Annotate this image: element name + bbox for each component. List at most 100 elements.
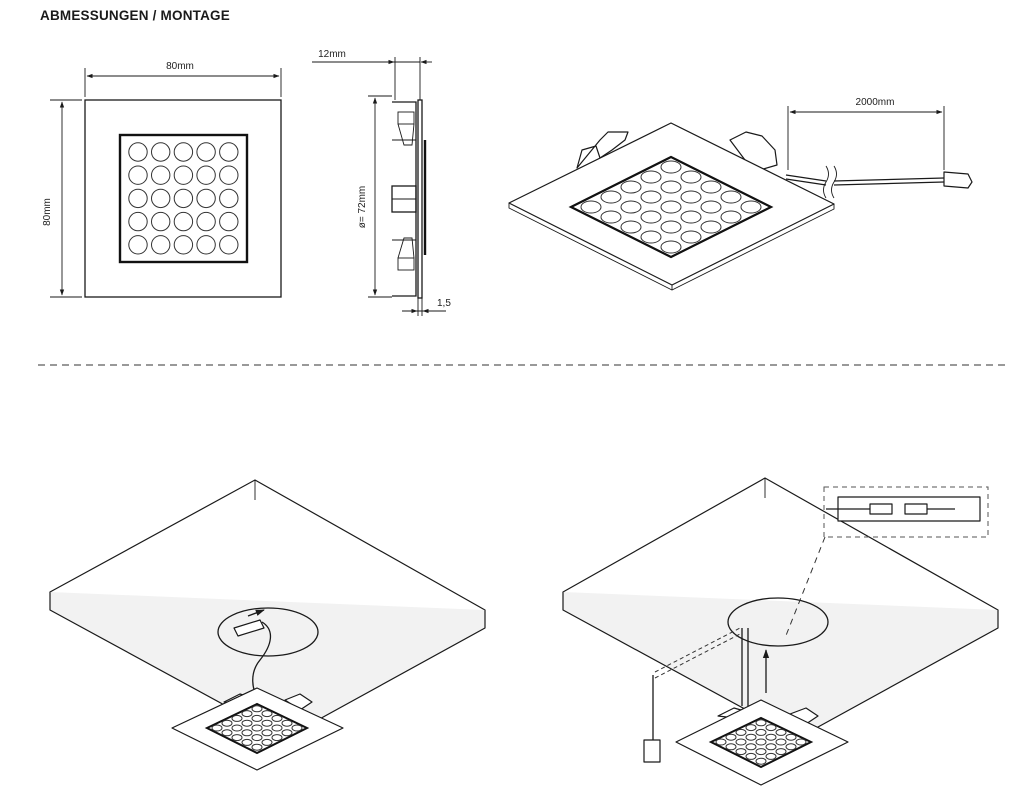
led-front bbox=[196, 165, 216, 185]
led-iso bbox=[715, 738, 727, 746]
led-iso bbox=[720, 210, 742, 224]
led-iso bbox=[640, 230, 662, 244]
led-iso bbox=[660, 180, 682, 194]
led-iso bbox=[231, 724, 243, 732]
led-iso bbox=[261, 729, 273, 737]
loose-connector bbox=[643, 739, 661, 763]
depth-dimension-label: 12mm bbox=[318, 49, 346, 60]
led-front bbox=[128, 165, 148, 185]
led-iso bbox=[620, 200, 642, 214]
led-front bbox=[128, 211, 148, 232]
led-front bbox=[151, 188, 171, 209]
led-iso bbox=[241, 710, 253, 718]
led-iso bbox=[765, 733, 777, 741]
led-iso bbox=[795, 738, 807, 746]
led-iso bbox=[765, 752, 777, 760]
led-front bbox=[219, 165, 239, 185]
cutout-hole-1 bbox=[217, 607, 319, 657]
led-iso bbox=[241, 738, 253, 746]
led-front bbox=[196, 235, 216, 255]
led-iso bbox=[755, 748, 767, 756]
led-iso bbox=[735, 728, 747, 736]
led-front bbox=[219, 211, 239, 232]
led-iso bbox=[580, 200, 602, 214]
mounting-step-2-drawing bbox=[562, 477, 999, 786]
led-iso bbox=[241, 729, 253, 737]
led-front bbox=[196, 211, 216, 232]
led-front bbox=[196, 142, 216, 162]
insert-arrow-1 bbox=[247, 609, 265, 617]
cutout-dimension-label: ø= 72mm bbox=[357, 186, 368, 229]
page-title: ABMESSUNGEN / MONTAGE bbox=[40, 8, 230, 23]
led-iso bbox=[700, 180, 722, 194]
led-iso bbox=[680, 230, 702, 244]
led-iso bbox=[660, 240, 682, 254]
isometric-light-drawing: 2000mm bbox=[508, 97, 973, 291]
led-front bbox=[219, 142, 239, 162]
led-iso bbox=[640, 190, 662, 204]
led-iso bbox=[231, 734, 243, 742]
led-iso bbox=[740, 200, 762, 214]
led-iso bbox=[640, 170, 662, 184]
led-panel-front bbox=[118, 133, 249, 264]
led-front bbox=[128, 188, 148, 209]
side-flange bbox=[417, 99, 423, 299]
led-iso bbox=[700, 220, 722, 234]
led-iso bbox=[735, 748, 747, 756]
cutout-hole-2 bbox=[727, 597, 829, 647]
led-iso bbox=[735, 738, 747, 746]
led-iso bbox=[241, 719, 253, 727]
clip-top bbox=[397, 111, 415, 125]
led-iso bbox=[211, 724, 223, 732]
led-front bbox=[151, 211, 171, 232]
led-front bbox=[173, 235, 194, 255]
led-iso bbox=[271, 734, 283, 742]
led-iso bbox=[785, 743, 797, 751]
led-iso bbox=[221, 729, 233, 737]
led-iso bbox=[765, 724, 777, 732]
led-iso bbox=[620, 220, 642, 234]
led-front bbox=[173, 142, 194, 162]
led-iso bbox=[251, 724, 263, 732]
led-iso bbox=[271, 724, 283, 732]
led-iso bbox=[745, 724, 757, 732]
led-front bbox=[128, 235, 148, 255]
led-iso bbox=[755, 719, 767, 727]
led-iso bbox=[640, 210, 662, 224]
led-front bbox=[219, 235, 239, 255]
led-iso bbox=[660, 160, 682, 174]
led-front bbox=[151, 142, 171, 162]
led-iso bbox=[251, 714, 263, 722]
led-iso bbox=[755, 738, 767, 746]
led-iso bbox=[271, 714, 283, 722]
detail-connector-b bbox=[904, 503, 928, 515]
led-iso bbox=[765, 743, 777, 751]
led-iso bbox=[680, 170, 702, 184]
led-iso bbox=[251, 705, 263, 713]
front-view-drawing: 80mm 80mm bbox=[42, 61, 282, 298]
led-front bbox=[173, 188, 194, 209]
led-iso bbox=[745, 733, 757, 741]
cable-connector bbox=[943, 171, 973, 189]
led-iso bbox=[775, 728, 787, 736]
led-iso bbox=[221, 719, 233, 727]
cable-length-label: 2000mm bbox=[856, 97, 895, 108]
side-view-drawing: 12mm ø= 72mm 1,5 bbox=[312, 49, 451, 316]
led-iso bbox=[231, 714, 243, 722]
width-dimension-label: 80mm bbox=[166, 61, 194, 72]
flange-thickness-label: 1,5 bbox=[437, 298, 451, 309]
led-grid-iso bbox=[580, 160, 762, 254]
mounting-step-1-drawing bbox=[49, 479, 486, 771]
led-iso bbox=[745, 743, 757, 751]
led-iso bbox=[251, 743, 263, 751]
front-view-frame bbox=[84, 99, 282, 298]
led-grid-mount-1 bbox=[211, 705, 303, 751]
hole-connector-1 bbox=[233, 619, 265, 637]
led-front bbox=[196, 188, 216, 209]
led-iso bbox=[725, 743, 737, 751]
detail-connector-a bbox=[869, 503, 893, 515]
led-iso bbox=[261, 719, 273, 727]
led-iso bbox=[755, 757, 767, 765]
height-dimension-label: 80mm bbox=[42, 198, 53, 226]
clip-bottom bbox=[397, 257, 415, 271]
